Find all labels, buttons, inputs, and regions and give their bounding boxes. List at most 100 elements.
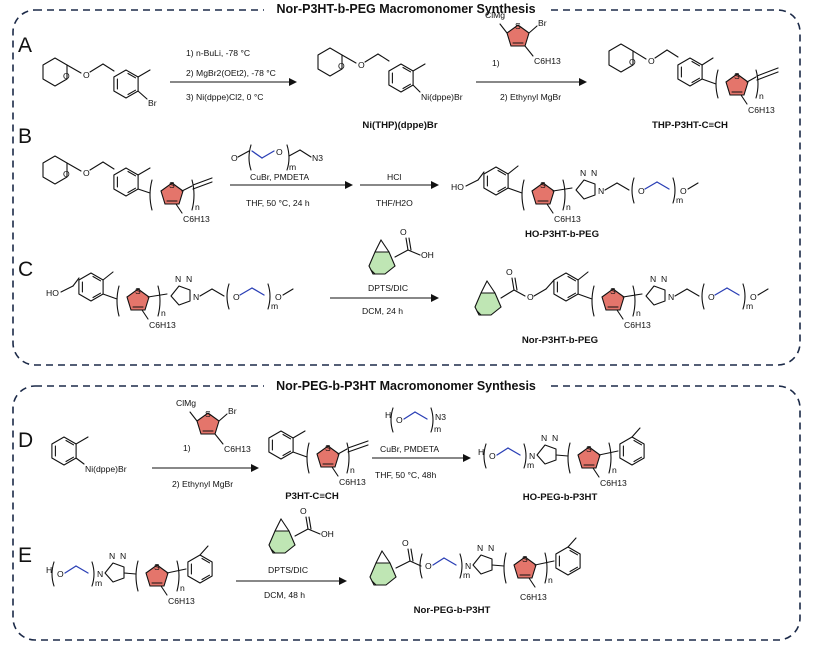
label-p3ht-cch: P3HT-C≡CH	[285, 491, 339, 502]
atom-n: N	[175, 274, 181, 284]
atom-o: O	[750, 292, 757, 302]
atom-m: m	[746, 301, 753, 311]
section-title-bottom: Nor-PEG-b-P3HT Macromonomer Synthesis	[276, 379, 536, 393]
atom-o: O	[83, 70, 90, 80]
cond-a2-2: 2) Ethynyl MgBr	[500, 92, 561, 102]
atom-n: n	[566, 202, 571, 212]
atom-c6h13: C6H13	[224, 444, 251, 454]
row-letter-c: C	[18, 258, 33, 281]
cond-e1-2: DCM, 48 h	[264, 590, 305, 600]
atom-o: O	[489, 451, 496, 461]
row-e: H O m N N N S C6H13 n O OH DPTS/DIC DCM,…	[46, 506, 581, 616]
atom-n: n	[759, 91, 764, 101]
atom-o: O	[680, 186, 687, 196]
atom-s: S	[515, 21, 521, 31]
label-nor-peg-p3ht: Nor-PEG-b-P3HT	[414, 605, 491, 616]
atom-n: n	[350, 465, 355, 475]
cond-d2-1: CuBr, PMDETA	[380, 444, 439, 454]
atom-br: Br	[228, 406, 237, 416]
row-d: Ni(dppe)Br ClMg S Br C6H13 1) 2) Ethynyl…	[51, 398, 645, 503]
atom-o: O	[396, 415, 403, 425]
atom-ni: Ni(dppe)Br	[421, 92, 463, 102]
cond-b2-1: HCl	[387, 172, 401, 182]
atom-n: N	[488, 543, 494, 553]
label-ho-p3ht-peg: HO-P3HT-b-PEG	[525, 229, 599, 240]
atom-n: N	[477, 543, 483, 553]
atom-n: n	[548, 575, 553, 585]
atom-c6h13: C6H13	[339, 477, 366, 487]
section-title-top: Nor-P3HT-b-PEG Macromonomer Synthesis	[276, 2, 535, 16]
cond-d1-1: 1)	[183, 443, 191, 453]
atom-clmg: ClMg	[485, 10, 505, 20]
atom-n: n	[195, 202, 200, 212]
atom-o: O	[425, 561, 432, 571]
atom-m: m	[434, 424, 441, 434]
atom-o: O	[63, 71, 70, 81]
cond-c1-2: DCM, 24 h	[362, 306, 403, 316]
label-ho-peg-p3ht: HO-PEG-b-P3HT	[523, 492, 598, 503]
atom-o: O	[275, 292, 282, 302]
atom-n: N	[650, 274, 656, 284]
atom-c6h13: C6H13	[748, 105, 775, 115]
atom-s: S	[522, 554, 528, 564]
atom-h: H	[478, 447, 484, 457]
atom-n: n	[180, 583, 185, 593]
atom-n: N	[591, 168, 597, 178]
atom-o: O	[506, 267, 513, 277]
atom-s: S	[540, 180, 546, 190]
row-letter-b: B	[18, 125, 32, 148]
atom-n: N	[186, 274, 192, 284]
atom-c6h13: C6H13	[149, 320, 176, 330]
row-c: HO S n C6H13 N N N O m O O OH	[46, 227, 769, 346]
atom-o: O	[276, 147, 283, 157]
section-frame-top	[12, 9, 801, 366]
atom-s: S	[135, 286, 141, 296]
atom-br: Br	[538, 18, 547, 28]
atom-n: N	[661, 274, 667, 284]
atom-oh: OH	[321, 529, 334, 539]
atom-c6h13: C6H13	[624, 320, 651, 330]
atom-n: N	[120, 551, 126, 561]
row-letter-d: D	[18, 429, 33, 452]
atom-n: N	[580, 168, 586, 178]
atom-m: m	[289, 162, 296, 172]
cond-e1-1: DPTS/DIC	[268, 565, 308, 575]
section-frame-bottom	[12, 385, 801, 641]
atom-o: O	[638, 186, 645, 196]
atom-s: S	[205, 409, 211, 419]
label-ni-thp: Ni(THP)(dppe)Br	[362, 120, 437, 131]
atom-o: O	[402, 538, 409, 548]
atom-o: O	[231, 153, 238, 163]
cond-a2-1: 1)	[492, 58, 500, 68]
cond-b1-2: THF, 50 °C, 24 h	[246, 198, 310, 208]
atom-o: O	[629, 57, 636, 67]
atom-ho: HO	[46, 288, 59, 298]
atom-o: O	[338, 61, 345, 71]
atom-n: N	[109, 551, 115, 561]
atom-c6h13: C6H13	[168, 596, 195, 606]
atom-o: O	[300, 506, 307, 516]
atom-s: S	[154, 562, 160, 572]
atom-n: n	[161, 308, 166, 318]
atom-n: N	[465, 561, 471, 571]
atom-o: O	[527, 292, 534, 302]
row-a: O O Br 1) n-BuLi, -78 °C 2) MgBr2(OEt2),…	[42, 10, 779, 131]
atom-s: S	[325, 443, 331, 453]
atom-ni: Ni(dppe)Br	[85, 464, 127, 474]
atom-s: S	[586, 444, 592, 454]
atom-m: m	[676, 195, 683, 205]
atom-br: Br	[148, 98, 157, 108]
atom-n: N	[97, 569, 103, 579]
atom-n: n	[612, 465, 617, 475]
atom-o: O	[648, 56, 655, 66]
atom-o: O	[400, 227, 407, 237]
atom-h: H	[46, 565, 52, 575]
atom-n: N	[541, 433, 547, 443]
atom-n3: N3	[312, 153, 323, 163]
label-thp-p3ht: THP-P3HT-C≡CH	[652, 120, 728, 131]
cond-b1-1: CuBr, PMDETA	[250, 172, 309, 182]
atom-n: N	[529, 451, 535, 461]
atom-m: m	[527, 460, 534, 470]
atom-c6h13: C6H13	[520, 592, 547, 602]
